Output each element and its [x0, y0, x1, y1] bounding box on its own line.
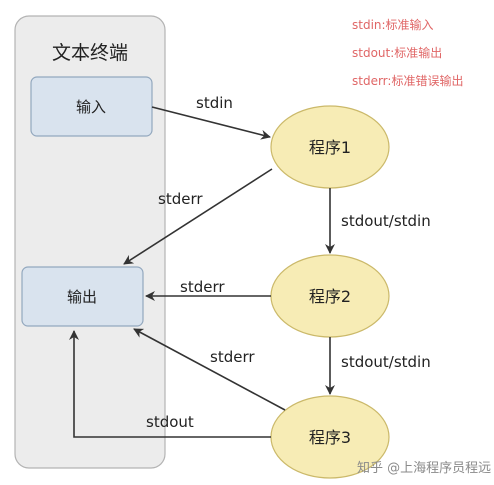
edge-label-p2-to-p3: stdout/stdin — [341, 353, 431, 371]
output-box — [21, 266, 144, 327]
input-label: 输入 — [76, 98, 106, 116]
legend-stdin: stdin:标准输入 — [352, 17, 434, 32]
program1-label: 程序1 — [309, 138, 351, 157]
edge-label-p3-stdout: stdout — [146, 413, 194, 431]
edge-input-to-program1 — [151, 106, 271, 140]
edge-label-stdin: stdin — [196, 94, 233, 112]
legend-stdout: stdout:标准输出 — [352, 45, 442, 60]
edge-program3-stdout — [69, 330, 271, 438]
edge-label-p3-stderr: stderr — [210, 348, 255, 366]
program3-label: 程序3 — [309, 428, 351, 447]
program2-label: 程序2 — [309, 287, 351, 306]
watermark: 知乎 @上海程序员程远 — [357, 460, 491, 476]
input-box — [30, 76, 153, 137]
edge-label-p1-stderr: stderr — [158, 190, 203, 208]
output-label: 输出 — [67, 288, 97, 306]
edge-label-p1-to-p2: stdout/stdin — [341, 212, 431, 230]
edge-label-p2-stderr: stderr — [180, 278, 225, 296]
legend-stderr: stderr:标准错误输出 — [352, 73, 463, 88]
terminal-title: 文本终端 — [52, 42, 128, 64]
edge-program3-stderr — [133, 328, 286, 411]
edge-program1-stderr — [123, 168, 273, 265]
